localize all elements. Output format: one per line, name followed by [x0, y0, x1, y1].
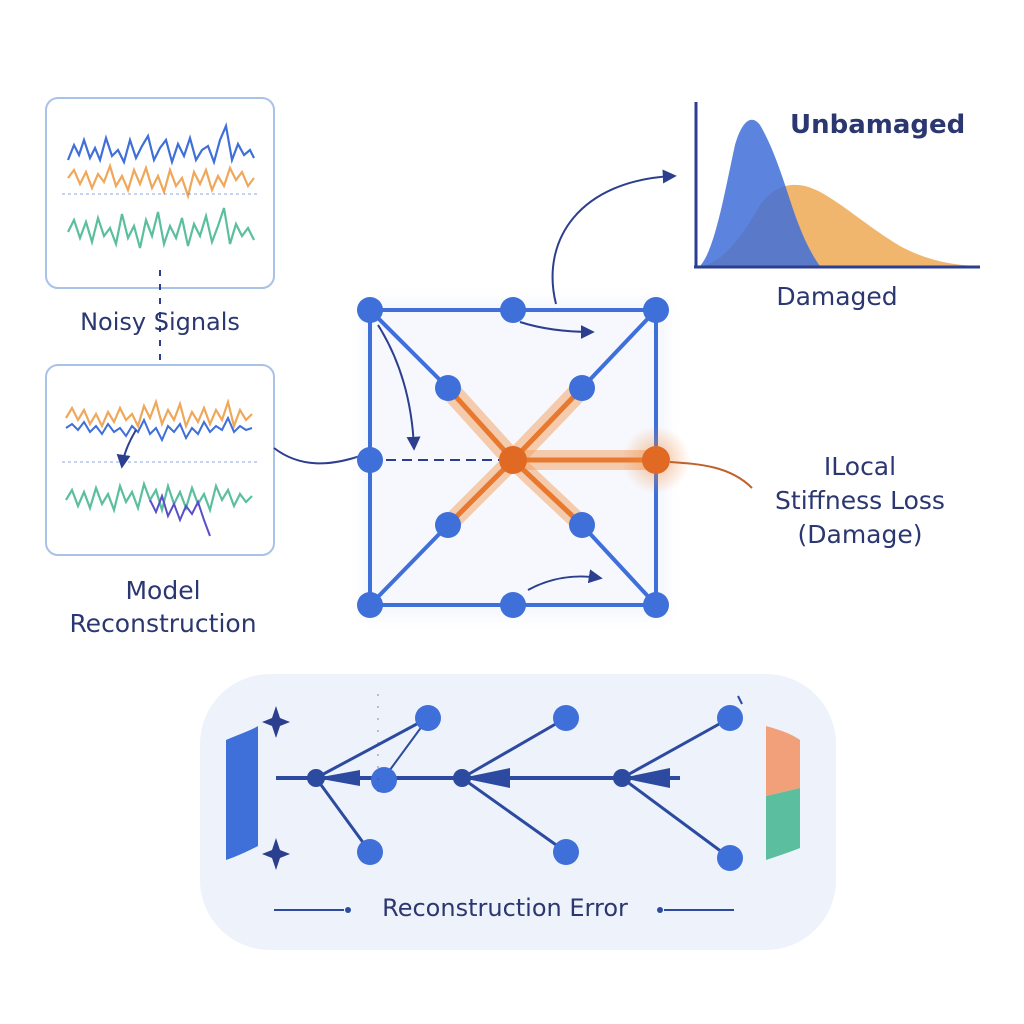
damaged-label: Damaged — [776, 282, 898, 311]
undamaged-label: Unbamaged — [790, 110, 966, 140]
signal-trace-orange — [67, 162, 255, 200]
truss-node — [357, 297, 383, 323]
damaged-members — [438, 378, 666, 534]
truss-node — [357, 592, 383, 618]
left-error-bar — [226, 726, 258, 860]
right-error-bar-top — [766, 726, 800, 796]
reconstruction-error-panel — [200, 674, 836, 950]
truss-node — [357, 447, 383, 473]
model-reconstruction-panel — [45, 364, 275, 556]
sparkle-icon — [262, 706, 290, 738]
truss-structure — [357, 297, 690, 618]
model-reconstruction-line-1: Model — [125, 576, 201, 605]
model-reconstruction-label: Model Reconstruction — [40, 574, 286, 640]
reconstruction-trace-purple — [149, 492, 211, 537]
reconstruction-trace-blue — [65, 415, 253, 443]
distribution-plot — [694, 102, 980, 269]
truss-node — [500, 592, 526, 618]
graph-node — [371, 767, 397, 793]
noisy-signals-panel — [45, 97, 275, 289]
signal-trace-green — [67, 207, 255, 249]
graph-node — [717, 845, 743, 871]
reconstruction-trace-orange — [65, 398, 253, 430]
truss-node — [569, 375, 595, 401]
right-error-bar-bottom — [766, 788, 800, 860]
panel-to-structure-connector — [273, 447, 361, 465]
graph-node — [717, 705, 743, 731]
noisy-signals-label: Noisy Signals — [80, 308, 240, 336]
truss-node — [435, 512, 461, 538]
graph-node — [553, 705, 579, 731]
model-reconstruction-line-2: Reconstruction — [69, 609, 257, 638]
damaged-node — [499, 446, 527, 474]
reconstruction-trace-green — [65, 480, 253, 515]
structure-to-distribution-arrow — [551, 169, 677, 305]
undamaged-distribution — [700, 119, 820, 266]
truss-node — [643, 297, 669, 323]
graph-node — [415, 705, 441, 731]
stiffness-line-2: Stiffness Loss — [775, 486, 945, 515]
truss-node — [643, 592, 669, 618]
truss-node — [435, 375, 461, 401]
stiffness-line-1: ILocal — [823, 452, 897, 481]
stiffness-loss-label: ILocal Stiffness Loss (Damage) — [740, 450, 980, 552]
truss-node — [569, 512, 595, 538]
truss-node — [500, 297, 526, 323]
stiffness-connector — [669, 461, 753, 489]
graph-node — [357, 839, 383, 865]
stiffness-line-3: (Damage) — [797, 520, 923, 549]
damaged-node-highlighted — [642, 446, 670, 474]
graph-node — [553, 839, 579, 865]
signal-trace-blue — [66, 122, 255, 166]
reconstruction-error-label: Reconstruction Error — [382, 894, 628, 922]
sparkle-icon — [262, 838, 290, 870]
